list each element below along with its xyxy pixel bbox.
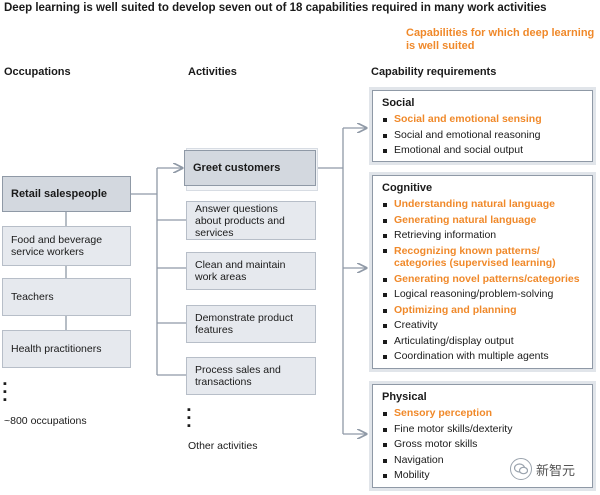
watermark-text: 新智元 xyxy=(536,463,576,479)
activity-clean-maintain[interactable]: Clean and maintain work areas xyxy=(186,252,316,290)
occupations-ellipsis: ▪▪▪ xyxy=(3,378,7,406)
activity-demonstrate-product[interactable]: Demonstrate product features xyxy=(186,305,316,343)
capability-item: Recognizing known patterns/ categories (… xyxy=(382,244,584,272)
capability-item: Coordination with multiple agents xyxy=(382,349,584,365)
watermark: 新智元 xyxy=(510,458,575,480)
capability-item: Optimizing and planning xyxy=(382,303,584,319)
activities-ellipsis: ▪▪▪ xyxy=(187,404,191,432)
capability-item: Creativity xyxy=(382,318,584,334)
activity-greet-customers[interactable]: Greet customers xyxy=(184,150,316,186)
capability-item: Understanding natural language xyxy=(382,197,584,213)
activities-more: Other activities xyxy=(188,440,258,452)
panel-physical: Physical Sensory perception Fine motor s… xyxy=(372,384,593,488)
capability-item: Gross motor skills xyxy=(382,437,584,453)
occupation-retail-salespeople[interactable]: Retail salespeople xyxy=(2,176,131,212)
capability-item: Social and emotional sensing xyxy=(382,112,584,128)
capability-item: Sensory perception xyxy=(382,406,584,422)
panel-cognitive: Cognitive Understanding natural language… xyxy=(372,175,593,369)
panel-social-title: Social xyxy=(382,97,415,109)
occupation-health-practitioners[interactable]: Health practitioners xyxy=(2,330,131,368)
capability-item: Generating novel patterns/categories xyxy=(382,272,584,288)
capability-item: Generating natural language xyxy=(382,213,584,229)
header-occupations: Occupations xyxy=(4,66,71,78)
capability-item: Mobility xyxy=(382,468,584,484)
activity-answer-questions[interactable]: Answer questions about products and serv… xyxy=(186,201,316,240)
panel-cognitive-title: Cognitive xyxy=(382,182,433,194)
wechat-icon xyxy=(510,458,532,480)
legend-note: Capabilities for which deep learning is … xyxy=(406,27,595,52)
activity-process-sales[interactable]: Process sales and transactions xyxy=(186,357,316,395)
header-capabilities: Capability requirements xyxy=(371,66,497,78)
capability-item: Social and emotional reasoning xyxy=(382,128,584,144)
capability-item: Navigation xyxy=(382,453,584,469)
capability-item: Logical reasoning/problem-solving xyxy=(382,287,584,303)
capability-item: Emotional and social output xyxy=(382,143,584,159)
occupation-food-beverage[interactable]: Food and beverage service workers xyxy=(2,226,131,266)
occupations-more: ~800 occupations xyxy=(4,415,87,427)
panel-social: Social Social and emotional sensing Soci… xyxy=(372,90,593,162)
capability-item: Retrieving information xyxy=(382,228,584,244)
panel-physical-title: Physical xyxy=(382,391,427,403)
capability-item: Fine motor skills/dexterity xyxy=(382,422,584,438)
capability-item: Articulating/display output xyxy=(382,334,584,350)
diagram-title: Deep learning is well suited to develop … xyxy=(4,2,547,14)
header-activities: Activities xyxy=(188,66,237,78)
occupation-teachers[interactable]: Teachers xyxy=(2,278,131,316)
